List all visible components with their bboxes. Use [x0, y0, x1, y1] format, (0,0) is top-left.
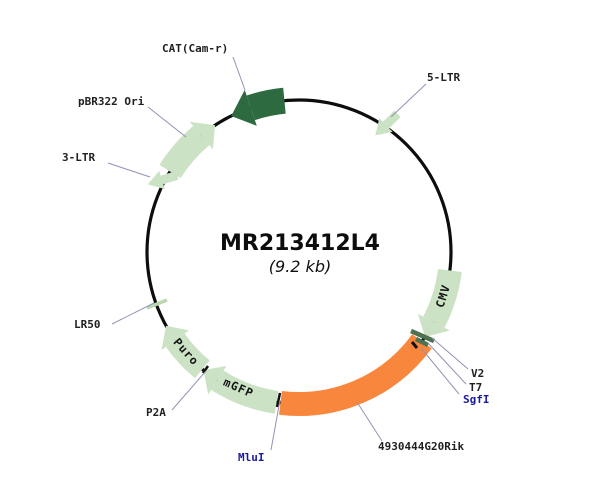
- leader-lines: [107, 56, 469, 451]
- 4930444g20rik-leader-line: [356, 401, 383, 442]
- lr50-tick: [146, 298, 168, 310]
- cat-camr-label: CAT(Cam-r): [162, 42, 228, 55]
- feature-name-cmv: CMV: [433, 283, 453, 310]
- mlui-leader-line: [270, 399, 281, 451]
- feature-band-cmv: [423, 268, 462, 328]
- sgfi-tick: [410, 341, 419, 349]
- plasmid-size: (9.2 kb): [269, 257, 331, 276]
- t7-leader-line: [427, 342, 467, 385]
- feature-bands: [159, 87, 462, 416]
- pbr322-ori-leader-line: [147, 106, 187, 138]
- 3-ltr-leader-line: [107, 162, 151, 178]
- plasmid-title: MR213412L4: [220, 231, 380, 256]
- small-feature-arrows: [147, 110, 401, 190]
- p2a-label: P2A: [146, 406, 166, 419]
- v2-tick: [410, 328, 435, 344]
- feature-arrowhead-cat-camr: [231, 89, 257, 126]
- feature-band-cat-camr: [246, 87, 287, 121]
- feature-band-orf-4930444g20rik: [279, 334, 432, 416]
- p2a-leader-line: [171, 370, 207, 411]
- mlui-label: MluI: [238, 451, 265, 464]
- pbr322-ori-label: pBR322 Ori: [78, 95, 145, 108]
- feature-arrowhead-pbr322-ori: [189, 121, 216, 150]
- lr50-label: LR50: [74, 318, 101, 331]
- 5-ltr-arrow: [375, 110, 401, 136]
- feature-band-pbr322-ori: [159, 125, 210, 179]
- feature-arrowhead-mgfp: [203, 365, 227, 395]
- 4930444g20rik-label: 4930444G20Rik: [378, 440, 464, 453]
- v2-leader-line: [431, 337, 469, 370]
- t7-tick: [414, 336, 430, 348]
- 5-ltr-label: 5-LTR: [427, 71, 460, 84]
- cat-camr-leader-line: [232, 56, 246, 91]
- 3-ltr-arrow: [147, 170, 179, 190]
- v2-label: V2: [471, 367, 484, 380]
- t7-label: T7: [469, 381, 482, 394]
- feature-band-mgfp: [211, 370, 279, 414]
- feature-arrowhead-cmv: [417, 313, 450, 337]
- mlui-tick: [275, 392, 282, 408]
- sgfi-label: SgfI: [463, 393, 490, 406]
- sgfi-leader-line: [420, 347, 460, 395]
- 3-ltr-label: 3-LTR: [62, 151, 95, 164]
- lr50-leader-line: [111, 302, 155, 325]
- feature-arrowhead-puro: [161, 325, 190, 351]
- p2a-tick: [201, 365, 210, 374]
- site-ticks: [146, 298, 435, 408]
- feature-band-puro: [165, 333, 210, 379]
- 5-ltr-leader-line: [390, 83, 427, 118]
